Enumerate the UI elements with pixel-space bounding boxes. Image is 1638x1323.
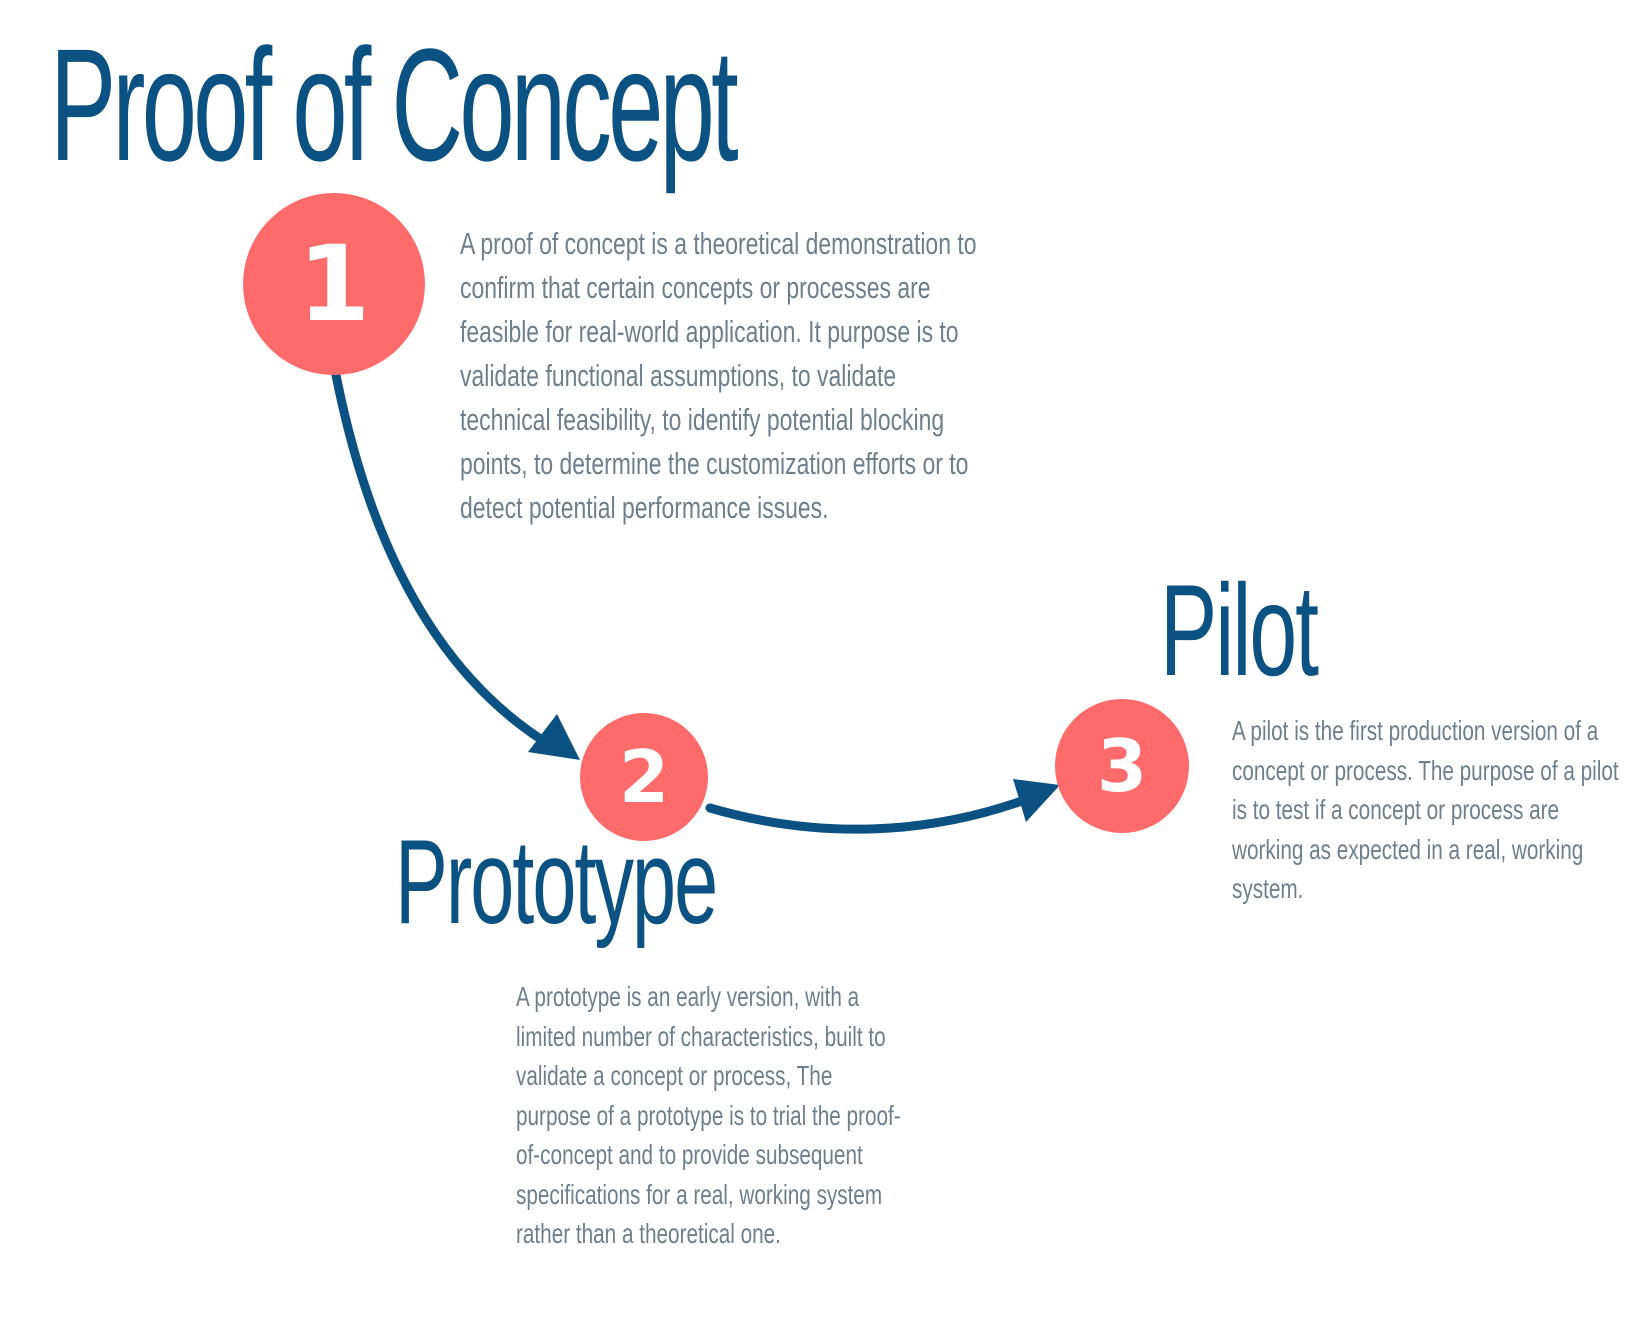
step-badge-1: 1 (243, 193, 425, 375)
proof-of-concept-description: A proof of concept is a theoretical demo… (460, 226, 977, 525)
prototype-title: Prototype (395, 815, 718, 949)
prototype-description: A prototype is an early version, with a … (516, 981, 901, 1249)
step-badge-3: 3 (1055, 699, 1189, 833)
pilot-description: A pilot is the first production version … (1232, 715, 1619, 904)
arrow-2-to-3-head (1013, 779, 1060, 822)
arrow-1-to-2-head (528, 714, 580, 760)
arrow-2-to-3 (705, 793, 1035, 834)
pilot-title: Pilot (1160, 557, 1319, 703)
page-title: Proof of Concept (50, 15, 739, 194)
arrow-1-to-2 (330, 365, 560, 753)
step-badge-2: 2 (580, 713, 708, 841)
